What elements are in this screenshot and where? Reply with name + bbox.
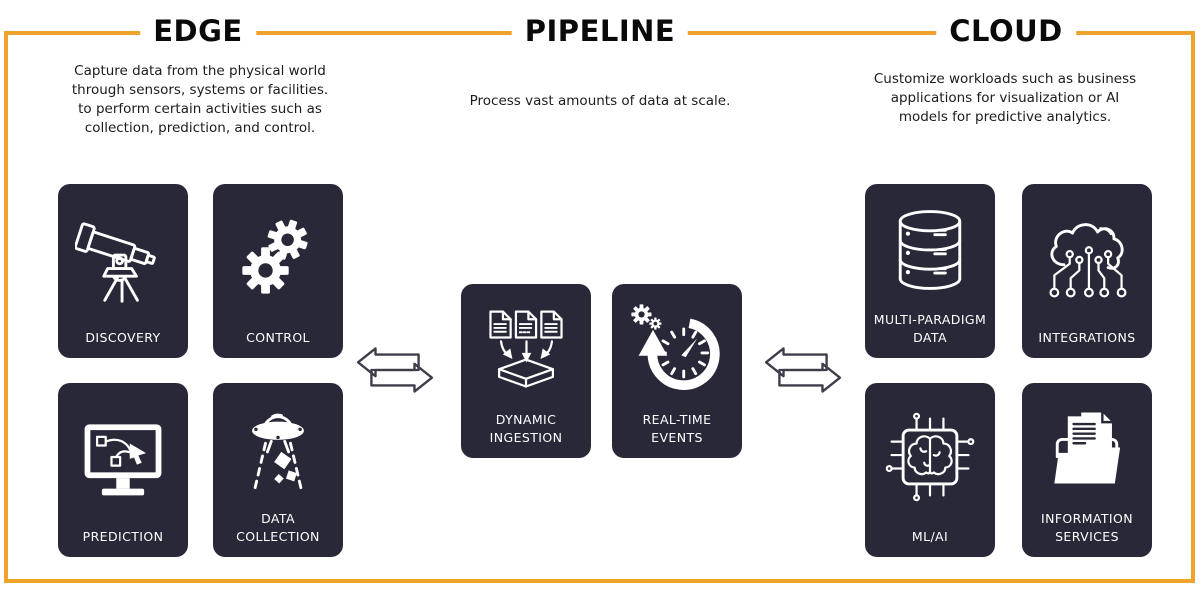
exchange-arrows-icon [764, 347, 842, 393]
tile-integrations: INTEGRATIONS [1022, 184, 1152, 358]
tile-dynamic-ingestion: DYNAMIC INGESTION [461, 284, 591, 458]
tile-discovery: DISCOVERY [58, 184, 188, 358]
tile-label: INTEGRATIONS [1038, 329, 1136, 345]
section-title-pipeline: PIPELINE [511, 10, 689, 52]
tile-control: CONTROL [213, 184, 343, 358]
section-title-edge: EDGE [140, 10, 256, 52]
tile-label: DYNAMIC INGESTION [489, 412, 563, 445]
tile-prediction: PREDICTION [58, 383, 188, 557]
section-title-cloud: CLOUD [936, 10, 1076, 52]
tile-label: ML/AI [911, 528, 949, 544]
pipeline-tile-row: DYNAMIC INGESTION [461, 284, 742, 458]
tile-information-services: INFORMATION SERVICES [1022, 383, 1152, 557]
tile-label: MULTI-PARADIGM DATA [873, 312, 987, 345]
edge-tile-grid: DISCOVERY [58, 184, 343, 557]
monitor-curve-icon [84, 424, 162, 496]
cloud-circuit-icon [1049, 223, 1127, 298]
section-description-pipeline: Process vast amounts of data at scale. [469, 93, 731, 109]
section-description-edge: Capture data from the physical world thr… [71, 63, 329, 136]
tile-label: PREDICTION [82, 528, 164, 544]
tile-label: DATA COLLECTION [236, 511, 320, 544]
ufo-icon [252, 413, 304, 490]
pipeline-cloud-connector [763, 344, 843, 396]
documents-ingest-icon [489, 309, 563, 388]
tile-ml-ai: ML/AI [865, 383, 995, 557]
folder-documents-icon [1054, 410, 1121, 484]
edge-pipeline-connector [355, 344, 435, 396]
tile-label: INFORMATION SERVICES [1040, 511, 1134, 544]
gears-icon [242, 214, 314, 294]
cloud-tile-grid: MULTI-PARADIGM DATA INTEGRATIONS [865, 184, 1152, 557]
tile-data-collection: DATA COLLECTION [213, 383, 343, 557]
telescope-icon [75, 222, 156, 303]
database-icon [898, 209, 962, 290]
tile-multi-paradigm-data: MULTI-PARADIGM DATA [865, 184, 995, 358]
tile-label: DISCOVERY [85, 329, 161, 345]
brain-chip-icon [885, 412, 975, 502]
section-description-cloud: Customize workloads such as business app… [873, 71, 1137, 125]
tile-real-time-events: REAL-TIME EVENTS [612, 284, 742, 458]
tile-label: CONTROL [246, 329, 310, 345]
tile-label: REAL-TIME EVENTS [642, 412, 712, 445]
gauge-refresh-icon [631, 303, 720, 390]
exchange-arrows-icon [356, 347, 434, 393]
